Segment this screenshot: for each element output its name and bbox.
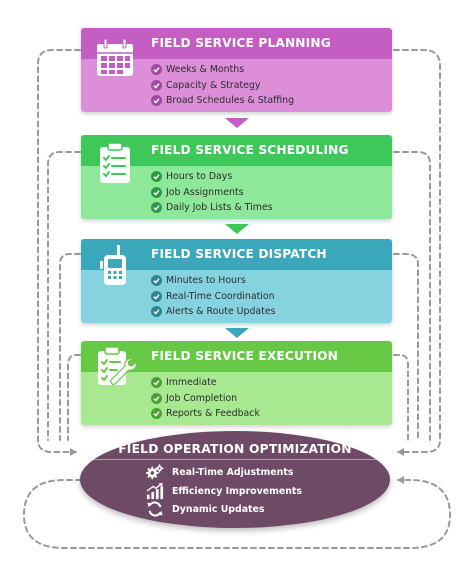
list-item: Capacity & Strategy <box>151 78 392 94</box>
radio-icon <box>100 245 126 285</box>
stage-planning-title: FIELD SERVICE PLANNING <box>151 36 331 50</box>
divider <box>80 459 390 460</box>
list-item: Minutes to Hours <box>151 273 392 289</box>
list-item: Dynamic Updates <box>146 500 264 518</box>
down-arrow-icon <box>225 328 249 338</box>
stage-planning-header: FIELD SERVICE PLANNING <box>81 28 392 59</box>
stage-scheduling-body: Hours to Days Job Assignments Daily Job … <box>81 166 392 219</box>
down-arrow-icon <box>225 118 249 128</box>
loop-scheduling-right <box>393 151 431 441</box>
clipboard-checklist-icon <box>100 142 130 183</box>
stage-planning: FIELD SERVICE PLANNING Weeks & Months Ca… <box>81 28 392 112</box>
check-icon <box>151 290 162 302</box>
list-item: Weeks & Months <box>151 62 392 78</box>
stage-execution-title: FIELD SERVICE EXECUTION <box>151 349 339 363</box>
loop-execution-right <box>393 354 409 441</box>
list-item: Immediate <box>151 375 392 391</box>
check-icon <box>151 79 162 91</box>
stage-execution: FIELD SERVICE EXECUTION Immediate Job Co… <box>81 341 392 425</box>
loop-dispatch-left <box>59 253 81 441</box>
optimization-title: FIELD OPERATION OPTIMIZATION <box>118 442 352 456</box>
stage-execution-body: Immediate Job Completion Reports & Feedb… <box>81 372 392 425</box>
calendar-icon <box>97 38 133 76</box>
loop-scheduling-left <box>47 151 81 441</box>
check-icon <box>151 202 162 214</box>
stage-scheduling: FIELD SERVICE SCHEDULING Hours to Days J… <box>81 135 392 219</box>
list-item: Efficiency Improvements <box>146 482 302 500</box>
check-icon <box>151 171 162 183</box>
stage-dispatch-header: FIELD SERVICE DISPATCH <box>81 239 392 270</box>
loop-planning-right <box>393 49 441 456</box>
list-item: Daily Job Lists & Times <box>151 200 392 216</box>
loop-bottom <box>22 476 452 549</box>
list-item: Reports & Feedback <box>151 406 392 422</box>
check-icon <box>151 95 162 107</box>
loop-planning-left <box>37 49 81 456</box>
check-icon <box>151 64 162 76</box>
rising-bars-icon <box>146 482 164 500</box>
check-icon <box>151 377 162 389</box>
refresh-icon <box>147 501 163 517</box>
down-arrow-icon <box>225 224 249 234</box>
list-item: Job Assignments <box>151 185 392 201</box>
clipboard-wrench-icon <box>98 346 137 385</box>
stage-dispatch-title: FIELD SERVICE DISPATCH <box>151 247 327 261</box>
list-item: Real-Time Coordination <box>151 289 392 305</box>
stage-scheduling-header: FIELD SERVICE SCHEDULING <box>81 135 392 166</box>
list-item: Alerts & Route Updates <box>151 304 392 320</box>
list-item: Hours to Days <box>151 169 392 185</box>
check-icon <box>151 392 162 404</box>
optimization-oval: FIELD OPERATION OPTIMIZATION Real-Time A… <box>80 431 390 528</box>
list-item: Real-Time Adjustments <box>146 463 293 481</box>
stage-dispatch-body: Minutes to Hours Real-Time Coordination … <box>81 270 392 323</box>
list-item: Broad Schedules & Staffing <box>151 93 392 109</box>
check-icon <box>151 408 162 420</box>
stage-scheduling-title: FIELD SERVICE SCHEDULING <box>151 143 349 157</box>
loop-dispatch-right <box>393 253 419 441</box>
check-icon <box>151 275 162 287</box>
gears-icon <box>146 464 164 480</box>
list-item: Job Completion <box>151 391 392 407</box>
stage-dispatch: FIELD SERVICE DISPATCH Minutes to Hours … <box>81 239 392 323</box>
check-icon <box>151 186 162 198</box>
loop-execution-left <box>67 354 81 441</box>
check-icon <box>151 306 162 318</box>
